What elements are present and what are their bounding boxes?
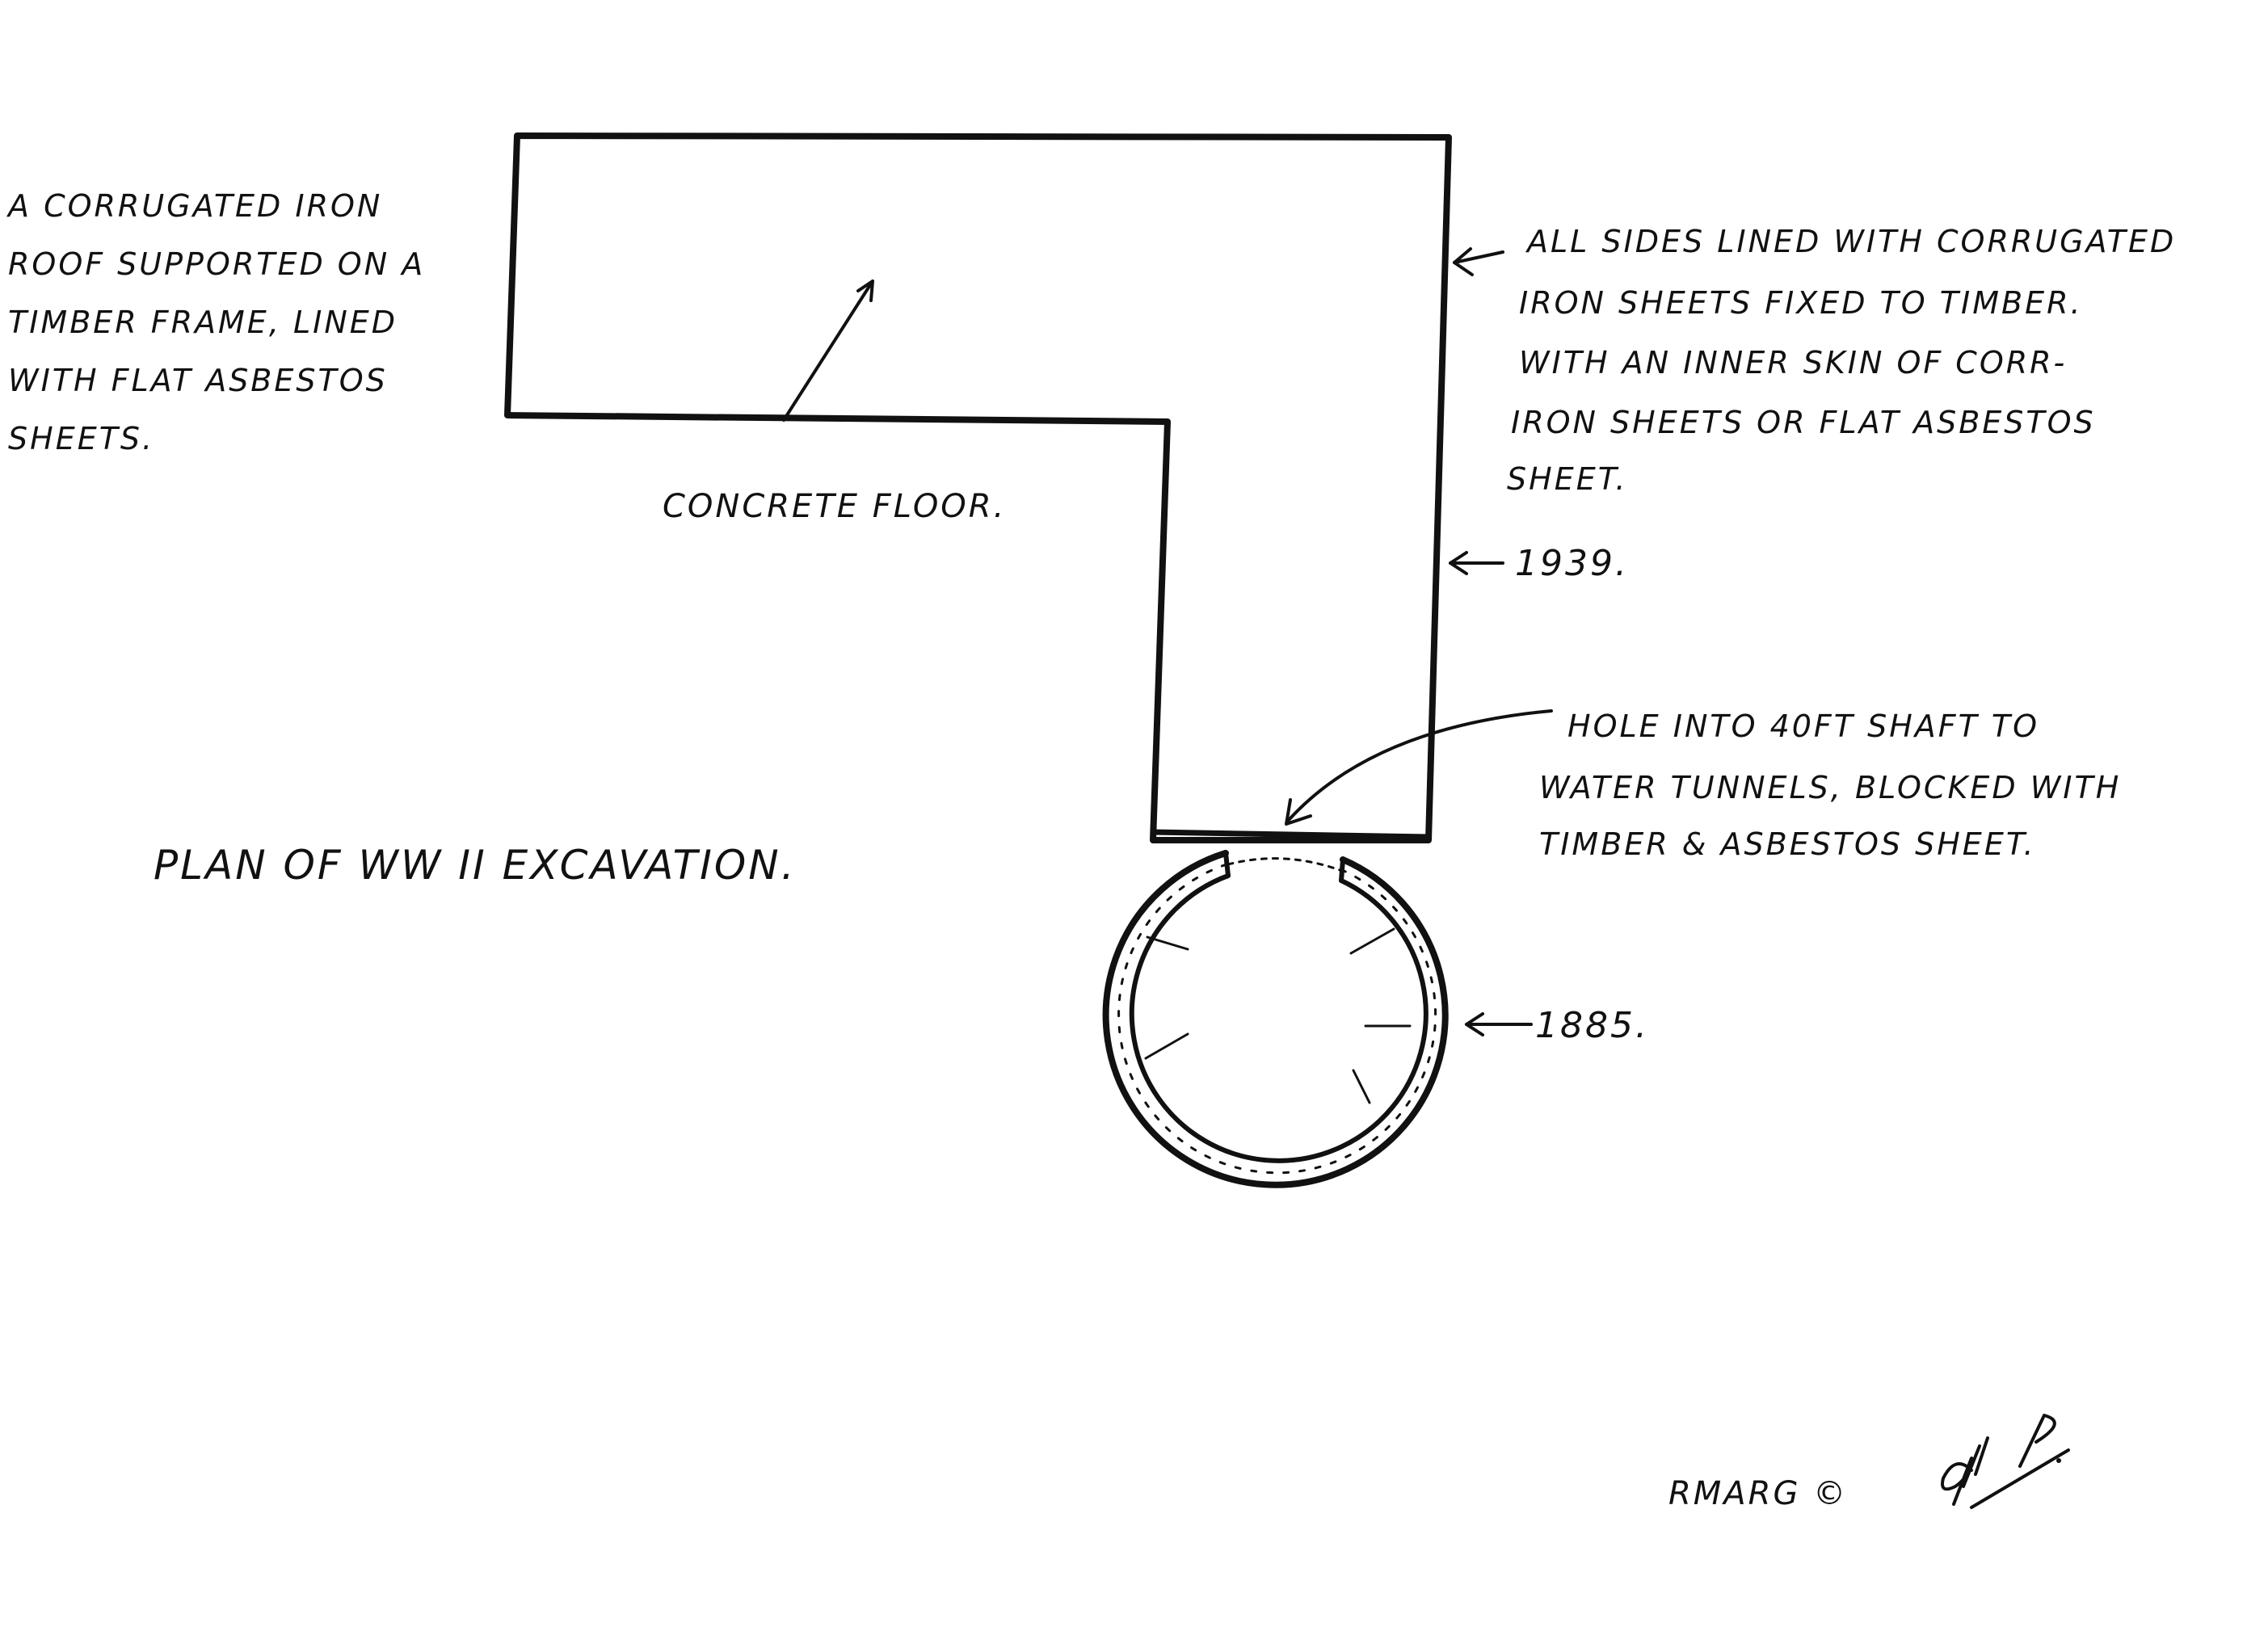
sides-note-line-2: iron sheets fixed to timber. (1519, 285, 2083, 321)
hole-edge-right (1339, 857, 1345, 883)
roof-note-line-2: roof supported on a (8, 246, 425, 282)
roof-note-line-1: A corrugated iron (6, 188, 382, 224)
floor-note: Concrete floor. (663, 488, 1006, 525)
excavation-outline-1939 (504, 132, 1452, 843)
hole-note-line-1: Hole into 40ft shaft to (1567, 708, 2039, 744)
sides-note-line-3: With an inner skin of corr- (1519, 345, 2067, 380)
hole-edge-left (1223, 851, 1231, 878)
blocked-hole-dotted-line (1227, 857, 1344, 872)
shaft-1885 (1102, 850, 1449, 1188)
roof-note-line-5: sheets. (8, 421, 154, 456)
hole-note-line-3: timber & asbestos sheet. (1539, 826, 2036, 862)
roof-note: A corrugated iron roof supported on a ti… (6, 188, 437, 456)
sides-note-line-5: sheet. (1507, 461, 1628, 497)
shaft-outer-wall (1102, 850, 1449, 1188)
arrow-to-floor (782, 280, 874, 422)
shaft-inner-wall (1129, 873, 1429, 1163)
hole-note: Hole into 40ft shaft to water tunnels, b… (1539, 708, 2133, 862)
shaft-hatching (1117, 863, 1437, 1175)
arrow-to-1939-wall (1449, 551, 1504, 575)
arrow-to-sides (1453, 247, 1504, 276)
year-1939-label: 1939. (1515, 543, 1629, 584)
shaft-timber-marks (1144, 927, 1412, 1104)
plan-title: Plan of WW II excavation. (154, 842, 797, 889)
sides-note: All sides lined with corrugated iron she… (1507, 224, 2188, 497)
signature-mark (1941, 1414, 2070, 1509)
arrow-to-1885-shaft (1465, 1012, 1533, 1036)
roof-note-line-3: timber frame, lined (8, 305, 398, 340)
arrow-to-hole (1285, 709, 1553, 826)
credit-label: RMARG © (1668, 1475, 1848, 1512)
excavation-bottom-wall (1150, 829, 1432, 840)
hole-note-line-2: water tunnels, blocked with (1539, 770, 2121, 805)
sides-note-line-4: iron sheets or flat asbestos (1511, 405, 2096, 440)
roof-note-line-4: with flat asbestos (8, 363, 388, 398)
year-1885-label: 1885. (1535, 1005, 1649, 1046)
sides-note-line-1: All sides lined with corrugated (1525, 224, 2176, 259)
